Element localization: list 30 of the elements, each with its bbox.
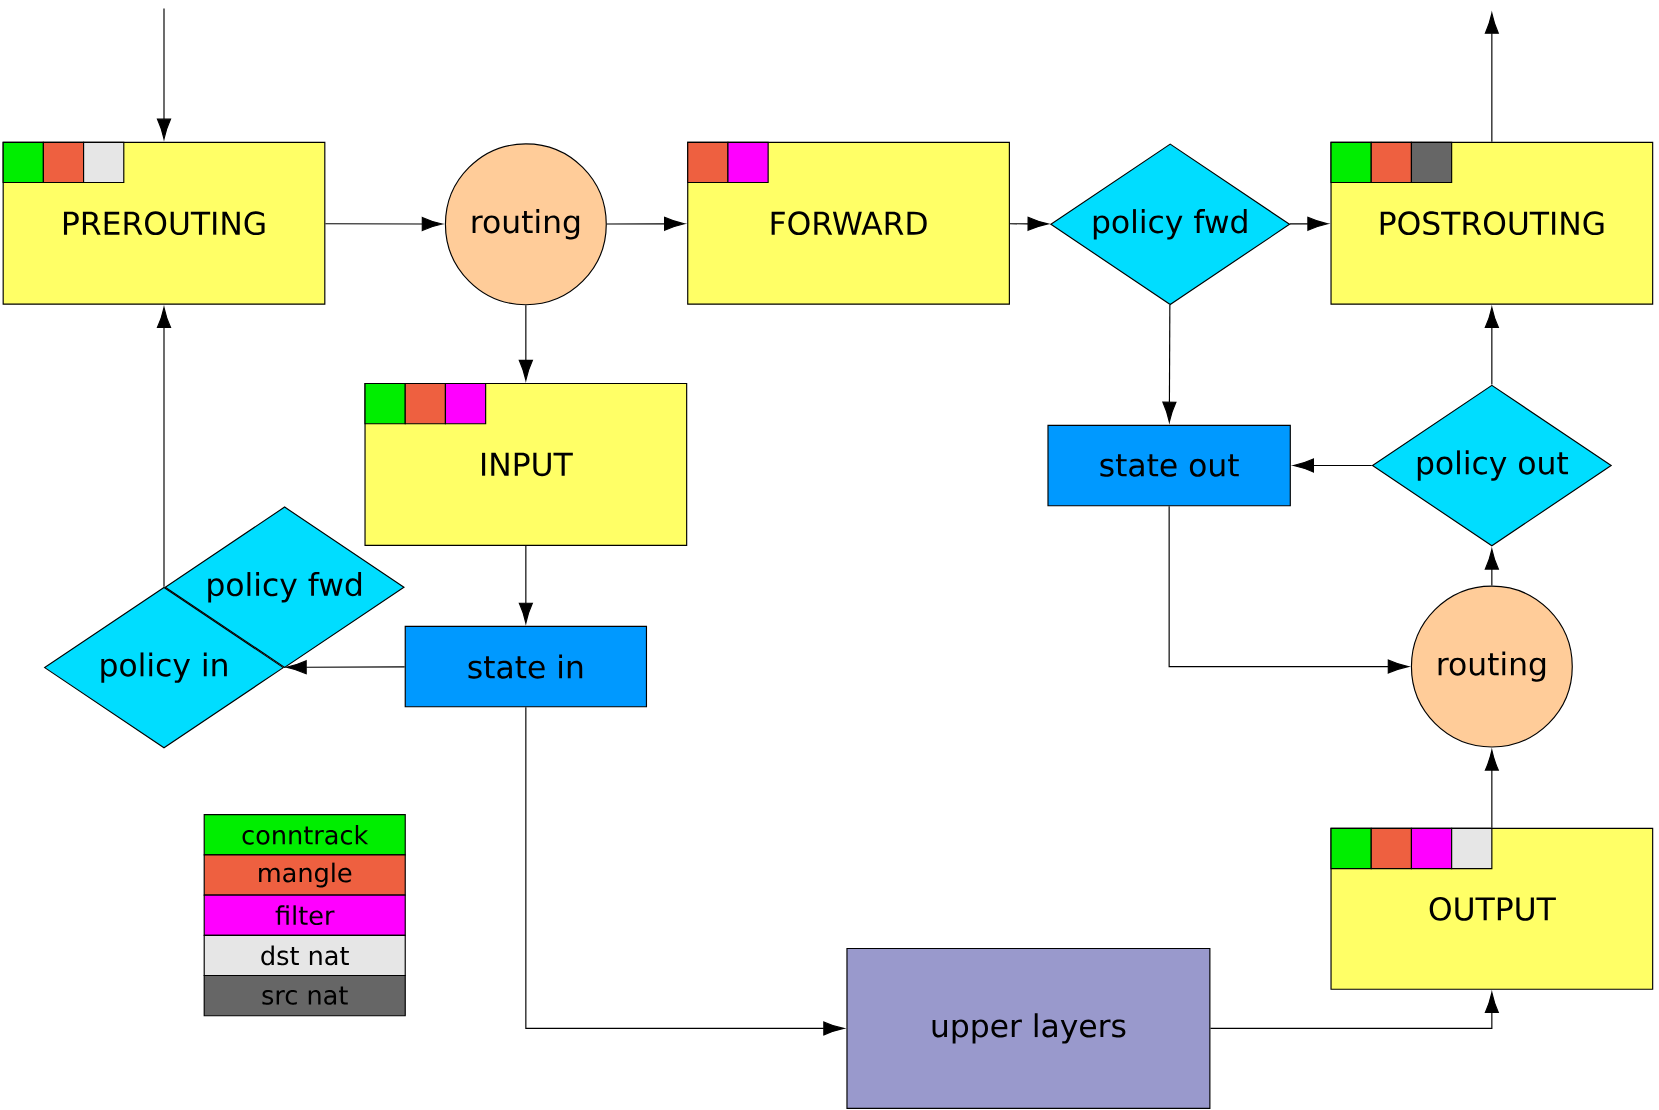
chain-box: state out <box>1047 424 1291 507</box>
legend-label: dst nat <box>261 945 349 966</box>
arrow <box>1484 548 1499 587</box>
legend-label: mangle <box>259 862 352 888</box>
arrow <box>525 706 845 1036</box>
chain-box: POSTROUTING <box>1330 141 1654 305</box>
arrow <box>1289 216 1329 231</box>
arrow <box>606 216 685 231</box>
chain-box: PREROUTING <box>2 141 326 305</box>
legend-label: src nat <box>262 986 348 1005</box>
chain-box: state in <box>404 625 648 708</box>
arrow <box>156 307 172 588</box>
arrow <box>156 7 172 140</box>
arrow <box>1484 749 1499 829</box>
legend-label: filter <box>275 905 335 926</box>
arrow <box>1484 12 1499 143</box>
arrow <box>1484 307 1499 386</box>
arrow <box>1168 505 1409 674</box>
chain-box: upper layers <box>846 948 1211 1109</box>
arrow <box>518 545 533 624</box>
arrow <box>1162 304 1177 423</box>
arrow <box>1293 458 1373 473</box>
chain-box: INPUT <box>364 383 688 547</box>
arrow <box>1209 992 1499 1030</box>
arrow <box>1009 216 1049 231</box>
arrow <box>285 660 406 675</box>
chain-box: FORWARD <box>687 141 1010 305</box>
arrow <box>324 217 443 232</box>
arrow <box>518 304 533 381</box>
legend-label: conntrack <box>242 824 369 845</box>
